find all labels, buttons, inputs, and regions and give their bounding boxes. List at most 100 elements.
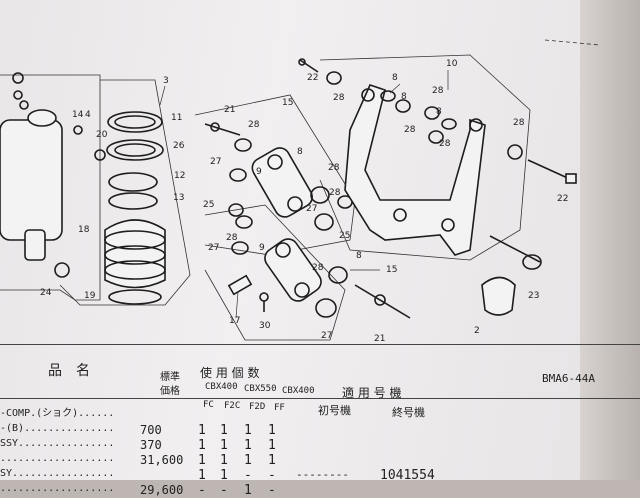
- row-2-price: 370: [140, 437, 162, 452]
- callout-28: 28: [439, 139, 451, 149]
- row-4-name: SY.................: [0, 467, 115, 479]
- arm-assembly-10: [344, 84, 486, 256]
- callout-23: 23: [528, 291, 539, 301]
- group-outline-left: [0, 74, 101, 301]
- callout-28: 28: [513, 118, 525, 128]
- callout-27: 27: [306, 204, 317, 214]
- row-3-qty-2: 1: [244, 452, 252, 468]
- row-5-price: 29,600: [140, 482, 184, 497]
- reference-code: BMA6-44A: [542, 372, 595, 385]
- row-3-qty-3: 1: [268, 452, 276, 468]
- table-header-usage-title: 使 用 個 数: [200, 366, 260, 380]
- row-1-qty-1: 1: [220, 422, 228, 438]
- table-header-name: 品 名: [48, 363, 90, 379]
- row-5-qty-0: -: [198, 482, 206, 498]
- row-4-qty-3: -: [268, 467, 276, 483]
- row-4-first: --------: [296, 467, 349, 481]
- washers-lower: [228, 203, 348, 318]
- group-outline-link-15b: [204, 204, 346, 341]
- callout-28: 28: [333, 93, 345, 103]
- row-2-qty-1: 1: [220, 437, 228, 453]
- callout-10: 10: [446, 59, 458, 69]
- callout-28: 28: [329, 188, 341, 198]
- callout-28: 28: [404, 125, 416, 135]
- callout-22: 22: [557, 194, 568, 204]
- frame-dash: [544, 39, 601, 46]
- lead-lines: [159, 70, 449, 319]
- row-5-name: ...................: [0, 482, 115, 494]
- callout-9: 9: [259, 243, 265, 253]
- callout-15: 15: [282, 98, 293, 108]
- callout-3: 3: [163, 76, 169, 86]
- row-2-name: SSY................: [0, 437, 115, 449]
- callout-19: 19: [84, 291, 96, 301]
- table-header-first: 初号機: [318, 404, 351, 417]
- bolt-22-right: [527, 159, 577, 184]
- row-4-qty-0: 1: [198, 467, 206, 483]
- row-3-name: ...................: [0, 452, 115, 464]
- callout-28: 28: [328, 163, 340, 173]
- row-3-price: 31,600: [140, 452, 184, 467]
- callout-26: 26: [173, 141, 185, 151]
- bolt-21-lower: [354, 284, 411, 319]
- callout-27: 27: [321, 331, 332, 341]
- callout-25: 25: [339, 231, 350, 241]
- clip-17: [227, 274, 253, 296]
- callout-12: 12: [174, 171, 185, 181]
- callout-4: 4: [85, 110, 91, 120]
- row-5-qty-1: -: [220, 482, 228, 498]
- row-2-qty-3: 1: [268, 437, 276, 453]
- row-5-qty-3: -: [268, 482, 276, 498]
- row-1-qty-0: 1: [198, 422, 206, 438]
- callout-27: 27: [208, 243, 219, 253]
- callout-11: 11: [171, 113, 182, 123]
- table-header-last: 終号機: [392, 406, 425, 419]
- small-parts-stack: [12, 72, 106, 161]
- row-1-qty-3: 1: [268, 422, 276, 438]
- callout-8: 8: [356, 251, 362, 261]
- bolt-22-top: [298, 58, 319, 73]
- link-15-upper: [251, 147, 313, 218]
- table-submodel-ff: FF: [274, 403, 285, 413]
- group-outline-boot: [59, 79, 191, 306]
- callout-27: 27: [210, 157, 221, 167]
- group-outline-arm-10: [319, 54, 531, 261]
- row-1-qty-2: 1: [244, 422, 252, 438]
- callout-17: 17: [229, 316, 240, 326]
- callout-20: 20: [96, 130, 108, 140]
- callout-14: 14: [72, 110, 84, 120]
- screw-30: [259, 292, 269, 312]
- callout-8: 8: [436, 107, 442, 117]
- callout-30: 30: [259, 321, 271, 331]
- row-3-qty-0: 1: [198, 452, 206, 468]
- callout-9: 9: [256, 167, 262, 177]
- callout-15: 15: [386, 265, 397, 275]
- table-submodel-f2c: F2C: [224, 401, 241, 411]
- row-1-price: 700: [140, 422, 162, 437]
- table-header-price-bottom: 価格: [160, 386, 180, 397]
- shock-absorber: [0, 109, 70, 278]
- callout-8: 8: [401, 92, 407, 102]
- ring-12: [108, 172, 158, 192]
- callout-21: 21: [224, 105, 235, 115]
- callout-labels: 2228108288288282822311261213181941420242…: [40, 59, 568, 344]
- link-15-lower: [264, 238, 322, 302]
- bolt-23: [489, 235, 542, 270]
- callout-24: 24: [40, 288, 52, 298]
- callout-21: 21: [374, 334, 385, 344]
- row-1-name: -(B)...............: [0, 422, 115, 434]
- bolt-21-upper: [204, 122, 241, 136]
- desk-background: [580, 0, 640, 480]
- ring-26: [106, 139, 164, 161]
- ring-13: [108, 192, 158, 210]
- callout-8: 8: [297, 147, 303, 157]
- row-5-qty-2: 1: [244, 482, 252, 498]
- callout-2: 2: [474, 326, 480, 336]
- callout-25: 25: [203, 200, 214, 210]
- row-3-qty-1: 1: [220, 452, 228, 468]
- callout-28: 28: [312, 263, 324, 273]
- table-header-model-1: CBX400: [205, 382, 238, 392]
- row-0-name: -COMP.(ショク)......: [0, 408, 115, 419]
- table-submodel-fc: FC: [203, 400, 214, 410]
- callout-28: 28: [226, 233, 238, 243]
